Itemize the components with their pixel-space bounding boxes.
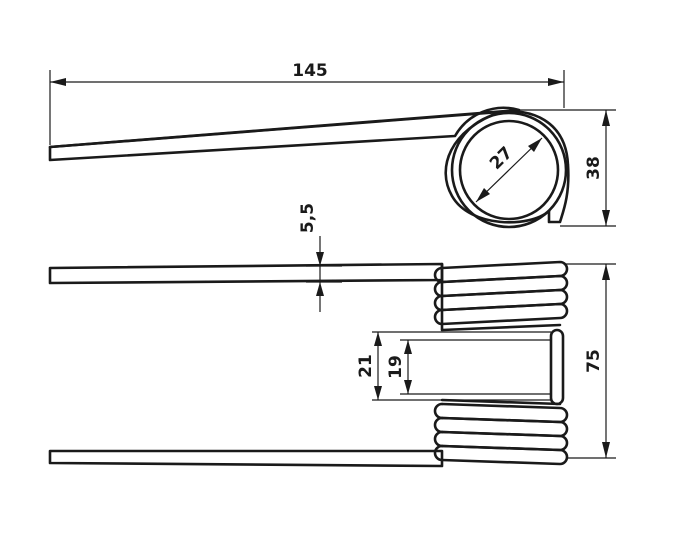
side-view-coil-inner: [458, 119, 560, 221]
dimension-label-75: 75: [584, 349, 604, 373]
dimension-outer-gap: 21: [356, 331, 551, 401]
top-view-connecting-loop: [549, 328, 565, 406]
dimension-coil-diameter: 27: [475, 137, 543, 203]
dimension-label-38: 38: [584, 156, 604, 180]
top-view: [48, 260, 569, 468]
top-view-lower-coil: [433, 398, 569, 466]
dimension-label-5-5: 5,5: [298, 203, 318, 233]
dimension-label-145: 145: [292, 61, 328, 81]
side-view: [48, 106, 570, 229]
top-view-lower-arm: [48, 449, 444, 468]
dimension-label-21: 21: [356, 354, 376, 378]
top-view-upper-arm: [48, 262, 444, 285]
top-view-upper-coil: [433, 260, 569, 332]
dimension-inner-gap: 19: [386, 339, 551, 395]
dimension-label-27: 27: [486, 143, 517, 174]
side-view-arm-upper-edge: [48, 110, 502, 149]
side-view-coil-inner-2: [450, 111, 568, 229]
dimension-overall-width: 75: [566, 263, 616, 459]
dimension-wire-diameter: 5,5: [298, 203, 342, 312]
dimension-label-19: 19: [386, 355, 406, 379]
dimension-coil-height: 38: [520, 109, 616, 227]
side-view-coil-outer: [498, 110, 570, 224]
dimension-overall-length: 145: [49, 61, 565, 145]
